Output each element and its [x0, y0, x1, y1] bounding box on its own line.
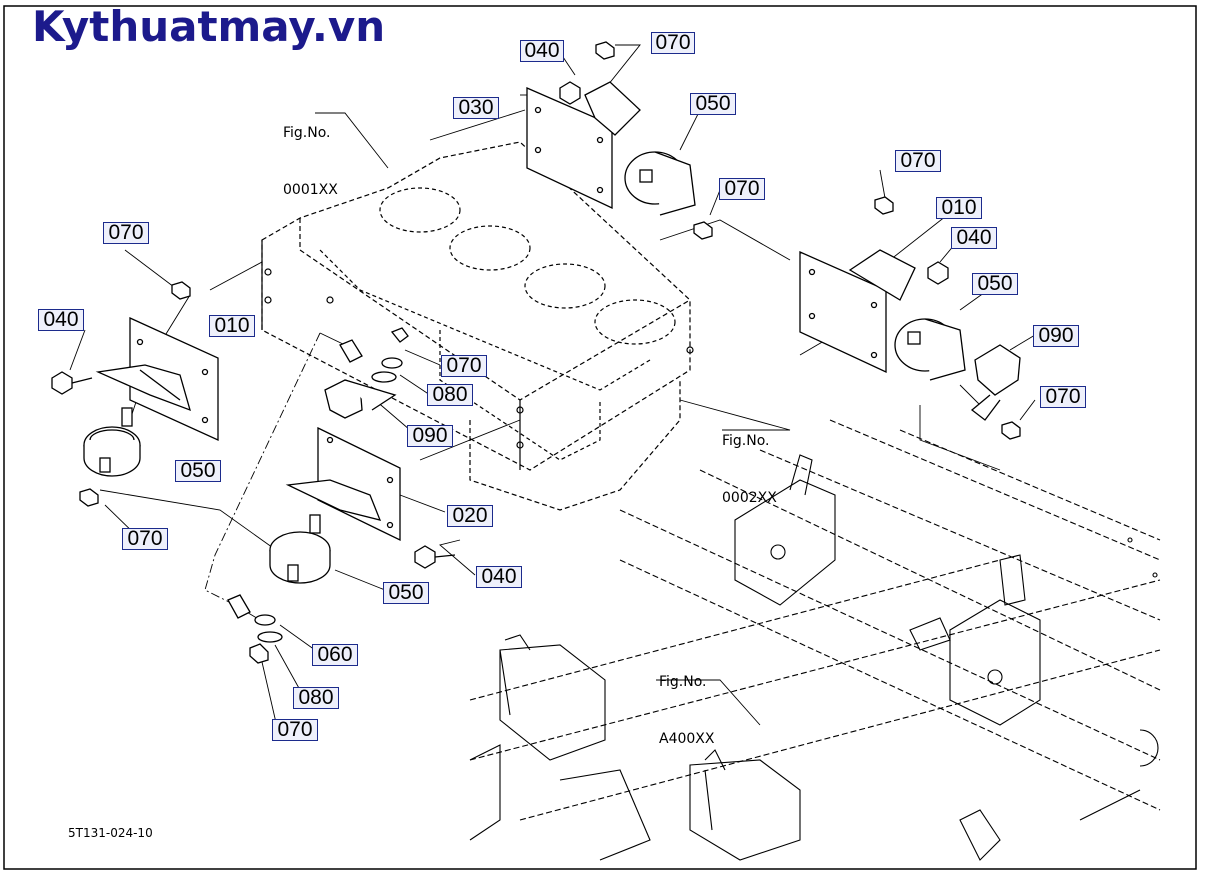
fig-ref-number: 0001XX	[283, 182, 338, 198]
part-callout[interactable]: 070	[103, 222, 149, 244]
drawing-number: 5T131-024-10	[68, 826, 153, 840]
part-callout[interactable]: 020	[447, 505, 493, 527]
fig-ref-frame: Fig.No. A400XX	[659, 635, 714, 768]
part-callout[interactable]: 070	[272, 719, 318, 741]
part-callout[interactable]: 040	[38, 309, 84, 331]
part-callout[interactable]: 010	[936, 197, 982, 219]
engine-block	[261, 141, 694, 511]
part-callout[interactable]: 070	[441, 355, 487, 377]
leader-lines	[69, 44, 1036, 728]
chassis-frame	[469, 419, 1161, 861]
part-callout[interactable]: 050	[175, 460, 221, 482]
mount-assembly-top	[526, 41, 713, 240]
fig-ref-number: 0002XX	[722, 490, 777, 506]
mount-assembly-left	[51, 281, 219, 507]
part-callout[interactable]: 040	[476, 566, 522, 588]
part-callout[interactable]: 040	[520, 40, 564, 62]
part-callout[interactable]: 050	[690, 93, 736, 115]
fig-ref-label: Fig.No.	[659, 674, 707, 690]
part-callout[interactable]: 050	[383, 582, 429, 604]
part-callout[interactable]: 050	[972, 273, 1018, 295]
fig-ref-number: A400XX	[659, 731, 715, 747]
part-callout[interactable]: 090	[1033, 325, 1079, 347]
part-callout[interactable]: 060	[312, 644, 358, 666]
part-callout[interactable]: 080	[427, 384, 473, 406]
fig-ref-transmission: Fig.No. 0002XX	[722, 394, 777, 527]
part-callout[interactable]: 080	[293, 687, 339, 709]
part-callout[interactable]: 070	[651, 32, 695, 54]
part-callout[interactable]: 070	[1040, 386, 1086, 408]
part-callout[interactable]: 010	[209, 315, 255, 337]
fig-ref-label: Fig.No.	[722, 433, 770, 449]
part-callout[interactable]: 030	[453, 97, 499, 119]
part-callout[interactable]: 070	[122, 528, 168, 550]
site-watermark: Kythuatmay.vn	[32, 2, 386, 51]
part-callout[interactable]: 090	[407, 425, 453, 447]
fig-ref-engine: Fig.No. 0001XX	[283, 86, 338, 219]
mount-assembly-right	[799, 196, 1021, 440]
part-callout[interactable]: 040	[951, 227, 997, 249]
fig-ref-label: Fig.No.	[283, 125, 331, 141]
mount-assembly-center	[227, 327, 456, 664]
part-callout[interactable]: 070	[895, 150, 941, 172]
part-callout[interactable]: 070	[719, 178, 765, 200]
